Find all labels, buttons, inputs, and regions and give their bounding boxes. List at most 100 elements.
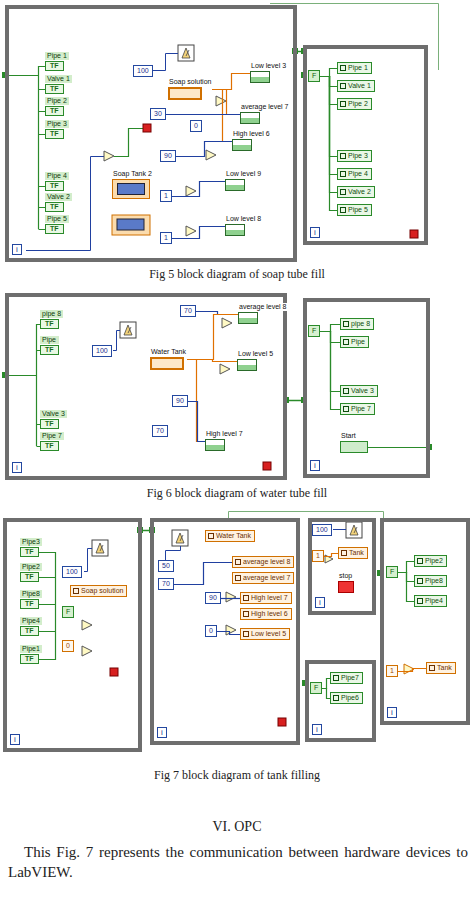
indicator-label: stop — [338, 572, 354, 580]
wire — [324, 554, 338, 557]
compare-triangle — [186, 226, 196, 236]
constant-value: 0 — [66, 642, 70, 649]
figure-caption: Fig 7 block diagram of tank filling — [154, 768, 320, 782]
local-variable: High level 7 — [240, 592, 292, 604]
level-icon — [232, 139, 252, 151]
numeric-terminal — [168, 87, 202, 100]
integer-wire — [84, 549, 92, 572]
level-indicator: High level 6 — [232, 130, 271, 151]
terminal-box: TF — [20, 572, 42, 582]
local-variable: Tank — [426, 662, 456, 674]
local-variable-name: average level 7 — [243, 574, 290, 581]
local-variable-icon — [340, 171, 346, 177]
constant-box: F — [62, 606, 74, 618]
terminal-label: Pipe4 — [20, 617, 42, 625]
wait-icon-frame — [120, 322, 136, 338]
iteration-terminal: i — [12, 244, 22, 255]
local-variable: Pipe 5 — [337, 204, 372, 216]
iteration-label: i — [10, 734, 20, 745]
level-icon — [205, 439, 225, 451]
compare-triangle — [104, 151, 114, 161]
terminal-box: TF — [45, 106, 69, 116]
local-variable-icon — [208, 533, 214, 539]
boolean-bundle-wire — [8, 324, 40, 447]
local-variable-icon — [73, 588, 79, 594]
tank-icon-fill — [117, 219, 144, 230]
figure-caption: Fig 6 block diagram of water tube fill — [147, 486, 327, 500]
level-icon — [250, 71, 270, 83]
local-variable-name: Pipe4 — [425, 597, 443, 604]
local-variable-icon — [340, 189, 346, 195]
constant-box: 0 — [62, 640, 74, 652]
local-variable: pipe 8 — [340, 318, 374, 330]
boolean-control: Pipe2TF — [20, 563, 42, 582]
compare-triangle — [82, 620, 92, 630]
local-variable-name: Pipe 4 — [348, 170, 368, 177]
boolean-wire — [114, 129, 143, 157]
local-variable-icon — [343, 388, 349, 394]
indicator-label: Start — [340, 432, 368, 440]
iteration-label: i — [315, 597, 325, 608]
local-variable-icon — [243, 595, 249, 601]
constant-value: F — [314, 684, 318, 691]
tank-icon — [112, 215, 150, 235]
section-heading: VI. OPC — [212, 819, 261, 834]
local-variable-name: Pipe2 — [425, 557, 443, 564]
wire — [172, 182, 225, 197]
level-indicator: Low level 3 — [250, 62, 287, 83]
indicator-label: High level 6 — [232, 130, 271, 138]
terminal-label: Pipe2 — [20, 563, 42, 571]
local-variable-name: Low level 5 — [251, 630, 286, 637]
integer-wire — [152, 54, 178, 71]
wire — [212, 90, 240, 115]
constant-box: 90 — [160, 150, 176, 162]
boolean-wire — [143, 530, 149, 532]
wire — [166, 114, 240, 115]
wire — [322, 689, 330, 699]
while-loop-frame: ipipe 8TFPipeTFValve 3TFPipe 7TF10070ave… — [5, 293, 287, 480]
compare-node — [226, 625, 236, 635]
wait-icon-frame — [178, 45, 194, 61]
terminal-type: TF — [40, 419, 59, 429]
iteration-terminal: i — [157, 727, 167, 738]
boolean-bundle-wire — [8, 66, 45, 230]
terminal-type: TF — [20, 626, 39, 636]
local-variable: Pipe 7 — [340, 403, 375, 415]
constant-box: F — [308, 70, 320, 82]
integer-wire — [166, 546, 181, 560]
local-variable: Pipe2 — [414, 555, 447, 567]
body-text: This Fig. 7 represents the communication… — [8, 844, 468, 880]
level-indicator: average level 7 — [240, 103, 289, 124]
level-indicator: average level 8 — [238, 303, 287, 324]
while-loop-frame: iPipe3TFPipe2TFPipe8TFPipe4TFPipe1TF100S… — [3, 518, 142, 752]
local-variable: Pipe 4 — [337, 168, 372, 180]
compare-triangle — [82, 646, 92, 656]
local-variable-name: Valve 3 — [351, 387, 374, 394]
constant-value: 90 — [209, 594, 217, 601]
constant-box: F — [310, 682, 322, 694]
local-variable-name: average level 8 — [243, 558, 290, 565]
constant-value: 50 — [162, 562, 170, 569]
stop-icon — [263, 462, 271, 470]
constant-value: 100 — [316, 526, 328, 533]
constant-box: 100 — [92, 345, 112, 357]
terminal-box: TF — [45, 129, 69, 139]
local-variable: Pipe 1 — [337, 62, 372, 74]
constant-box: F — [308, 325, 320, 337]
terminal-label: Pipe 3 — [45, 120, 69, 128]
terminal-box: TF — [20, 626, 42, 636]
indicator-label: average level 7 — [240, 103, 289, 111]
wait-icon-frame — [346, 522, 362, 538]
iteration-label: i — [12, 244, 22, 255]
terminal-label: Pipe 7 — [40, 432, 64, 440]
wait-icon-glyph — [124, 325, 132, 335]
section-heading-block: VI. OPC — [0, 818, 474, 836]
level-icon — [240, 112, 260, 124]
terminal-label: Valve 1 — [45, 75, 72, 83]
iteration-terminal: i — [387, 707, 397, 718]
figure-caption: Fig 5 block diagram of soap tube fill — [149, 267, 325, 281]
level-indicator: Low level 5 — [237, 350, 274, 371]
while-loop-frame: iFPipe 1Valve 1Pipe 2Pipe 3Pipe 4Valve 2… — [303, 45, 428, 245]
wait-icon-glyph — [350, 525, 358, 535]
local-variable-name: High level 7 — [251, 594, 288, 601]
